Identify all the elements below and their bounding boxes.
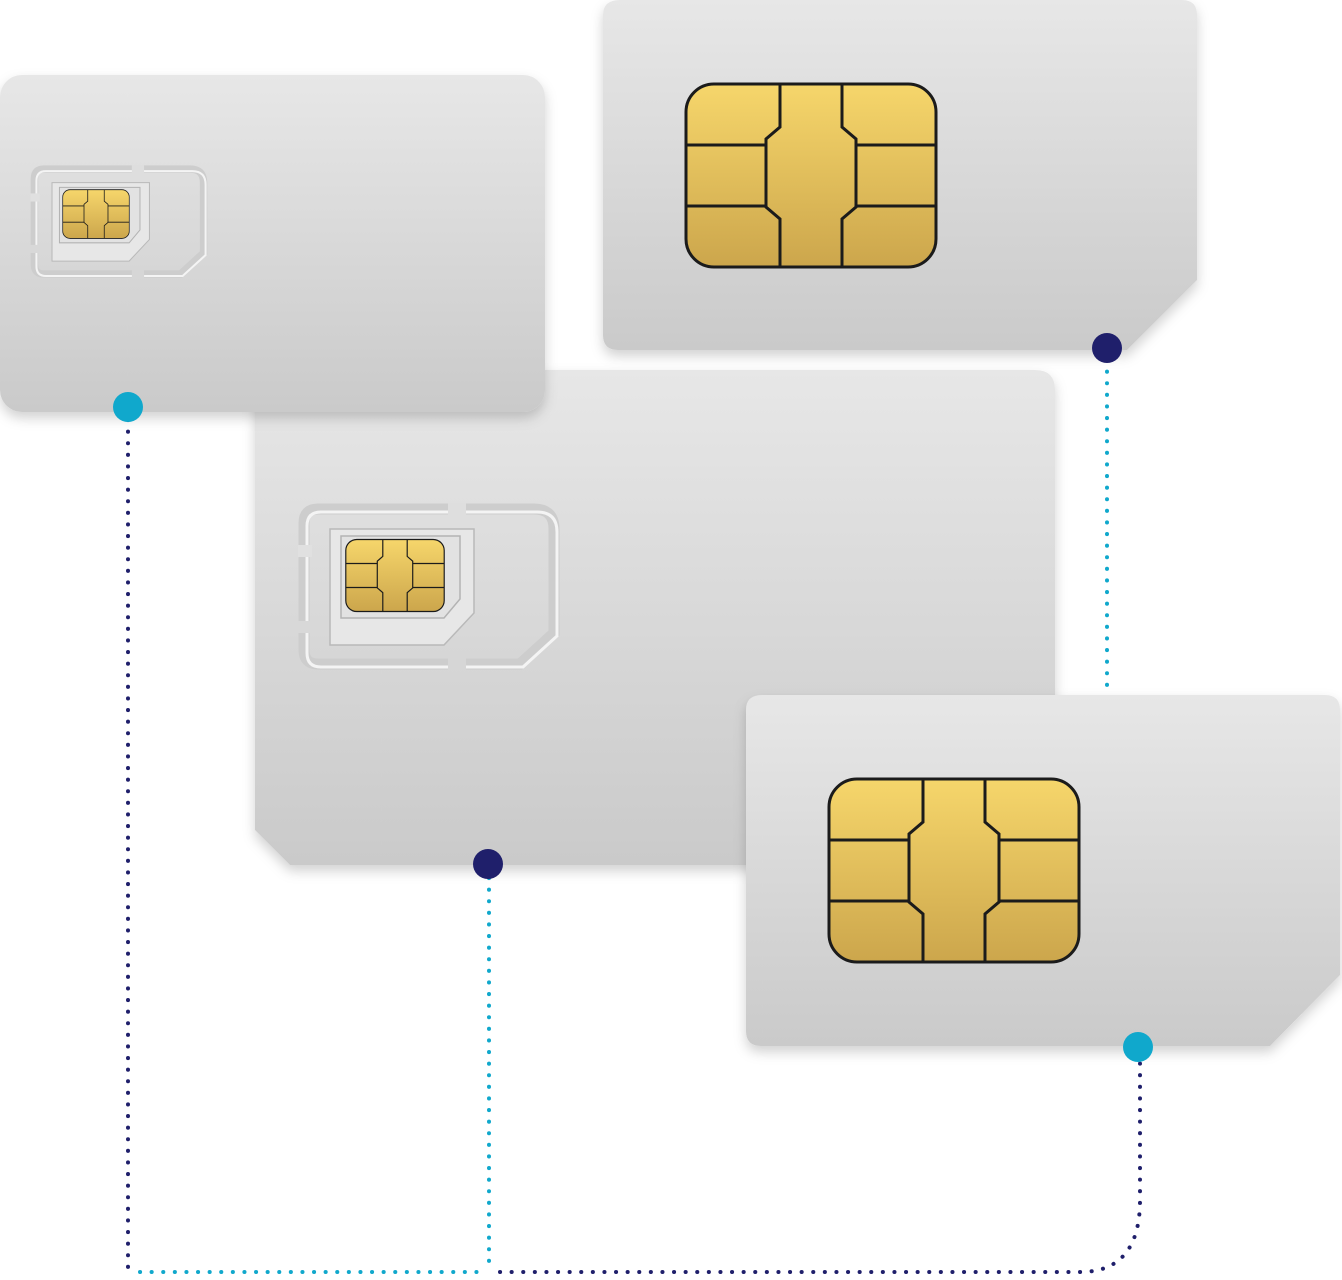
- connector-bottom-right: [498, 1058, 1142, 1274]
- connector-dot-navy: [1092, 333, 1122, 363]
- connector-dot-cyan: [1123, 1032, 1153, 1062]
- connector-dot-cyan: [113, 392, 143, 422]
- chip-icon: [684, 82, 938, 269]
- chip-icon: [827, 777, 1081, 964]
- connector-lines: [126, 358, 1142, 1274]
- sim-card-top-left: [0, 75, 545, 412]
- connector-dot-navy: [473, 849, 503, 879]
